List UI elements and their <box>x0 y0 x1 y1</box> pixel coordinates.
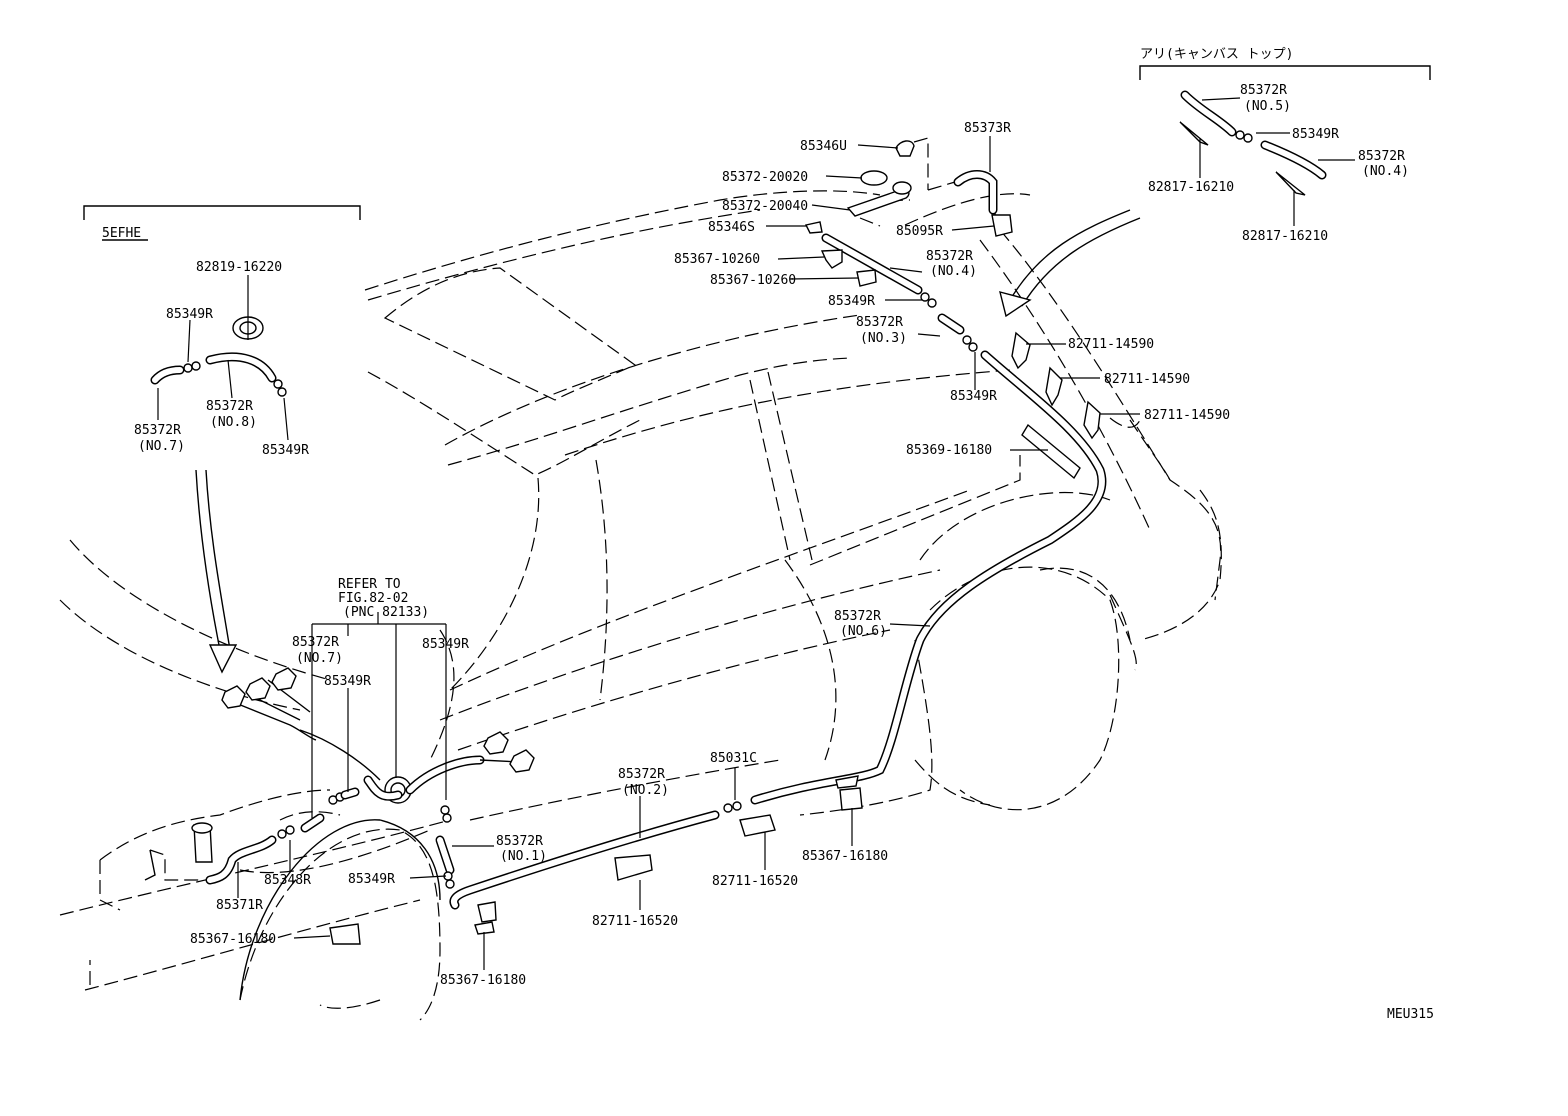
part-label: 82817-16210 <box>1148 180 1234 195</box>
figure-code: MEU315 <box>1387 1007 1434 1022</box>
rear-washer-hose-route <box>435 233 1107 910</box>
part-label: 85349R <box>422 637 469 652</box>
refer-line-1: REFER TO <box>338 577 401 592</box>
part-label: (NO.1) <box>500 849 547 864</box>
car-body-outline <box>59 190 1222 1021</box>
part-label: 85367-16180 <box>190 932 276 947</box>
part-label: 85348R <box>264 873 311 888</box>
part-label: (NO.3) <box>860 331 907 346</box>
part-label: 85349R <box>324 674 371 689</box>
part-label: (NO.7) <box>138 439 185 454</box>
part-label: 85372R <box>1240 83 1287 98</box>
refer-line-2: FIG.82-02 <box>338 591 408 606</box>
engine-variant-inset <box>83 205 361 674</box>
part-label: (NO.6) <box>840 624 887 639</box>
refer-line-3: (PNC 82133) <box>343 605 429 620</box>
part-label: (NO.4) <box>930 264 977 279</box>
front-washer-components <box>144 667 863 945</box>
part-label: 85367-10260 <box>674 252 760 267</box>
front-wheel-arch <box>239 819 441 1001</box>
part-label: (NO.8) <box>210 415 257 430</box>
part-label: 82711-14590 <box>1068 337 1154 352</box>
part-label: (NO.4) <box>1362 164 1409 179</box>
part-label: 85372R <box>206 399 253 414</box>
part-label: 85346S <box>708 220 755 235</box>
part-label: 85373R <box>964 121 1011 136</box>
part-label: 82819-16220 <box>196 260 282 275</box>
part-label: (NO.5) <box>1244 99 1291 114</box>
part-label: 85349R <box>950 389 997 404</box>
part-label: 85349R <box>348 872 395 887</box>
part-label: 85372R <box>618 767 665 782</box>
part-label: (NO.7) <box>296 651 343 666</box>
part-labels: アリ(キャンバス トップ) 5EFHE MEU315 REFER TO FIG.… <box>102 47 1434 1022</box>
canvas-top-inset <box>999 65 1431 318</box>
engine-box-label: 5EFHE <box>102 226 141 241</box>
part-label: 85349R <box>166 307 213 322</box>
part-label: 85349R <box>1292 127 1339 142</box>
hose-connectors <box>440 292 978 889</box>
part-label: 85031C <box>710 751 757 766</box>
part-label: 85372R <box>134 423 181 438</box>
part-label: (NO.2) <box>622 783 669 798</box>
part-label: 82711-14590 <box>1104 372 1190 387</box>
part-label: 85371R <box>216 898 263 913</box>
part-label: 82711-16520 <box>592 914 678 929</box>
part-label: 85372R <box>496 834 543 849</box>
part-label: 85346U <box>800 139 847 154</box>
leader-lines <box>237 97 1355 970</box>
part-label: 85372R <box>292 635 339 650</box>
part-label: 82711-14590 <box>1144 408 1230 423</box>
part-label: 82817-16210 <box>1242 229 1328 244</box>
part-label: 85372R <box>856 315 903 330</box>
part-label: 85367-16180 <box>440 973 526 988</box>
part-label: 85372R <box>1358 149 1405 164</box>
part-label: 85372R <box>834 609 881 624</box>
part-label: 82711-16520 <box>712 874 798 889</box>
part-label: 85095R <box>896 224 943 239</box>
part-label: 85372-20040 <box>722 199 808 214</box>
part-label: 85369-16180 <box>906 443 992 458</box>
part-label: 85367-10260 <box>710 273 796 288</box>
part-label: 85349R <box>262 443 309 458</box>
rear-nozzle-cluster <box>804 137 1013 287</box>
part-label: 85367-16180 <box>802 849 888 864</box>
part-label: 85372-20020 <box>722 170 808 185</box>
part-label: 85349R <box>828 294 875 309</box>
rear-hose-clips <box>1011 331 1141 480</box>
canvas-top-header: アリ(キャンバス トップ) <box>1140 47 1293 62</box>
part-label: 85372R <box>926 249 973 264</box>
